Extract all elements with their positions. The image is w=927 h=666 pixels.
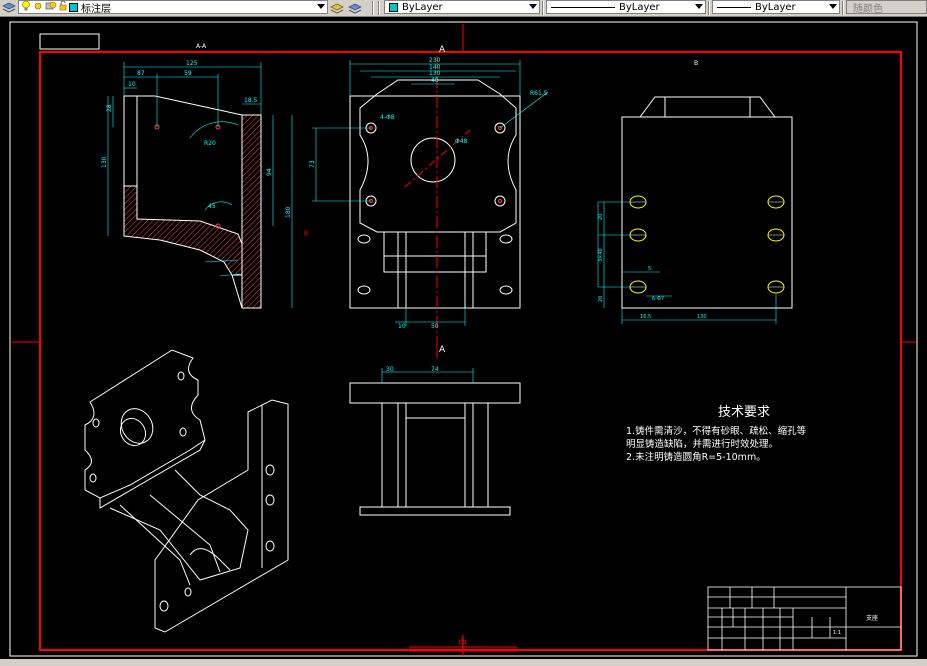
layer-dropdown[interactable]: 标注层 xyxy=(18,0,328,15)
svg-text:50: 50 xyxy=(431,323,439,330)
technical-requirements: 技术要求 1.铸件需清沙，不得有砂眼、疏松、缩孔等 明显铸造缺陷，并需进行时效处… xyxy=(626,405,807,463)
toolbar-separator xyxy=(372,1,374,15)
linetype-sample xyxy=(551,6,615,8)
svg-text:3×40: 3×40 xyxy=(598,248,604,262)
svg-text:20: 20 xyxy=(598,214,604,220)
color-swatch xyxy=(389,2,398,12)
sun-icon[interactable] xyxy=(33,1,43,14)
properties-toolbar: 标注层 ByLayer ByLayer ByLayer 随颜色 xyxy=(0,0,927,17)
layer-manager-icon[interactable] xyxy=(2,1,16,15)
svg-text:20: 20 xyxy=(598,296,604,302)
lineweight-dropdown[interactable]: ByLayer xyxy=(712,0,840,14)
svg-text:130: 130 xyxy=(697,314,707,320)
lock-icon[interactable] xyxy=(59,0,67,14)
freeze-viewport-icon[interactable] xyxy=(45,1,57,14)
section-marker-b: B xyxy=(304,230,308,237)
color-dropdown[interactable]: ByLayer xyxy=(384,0,540,14)
view-label-left: A-A xyxy=(196,43,207,50)
svg-text:6-Φ7: 6-Φ7 xyxy=(652,296,664,302)
svg-text:Φ48: Φ48 xyxy=(455,138,468,145)
svg-text:4-Φ8: 4-Φ8 xyxy=(380,114,395,121)
plotstyle-value: 随颜色 xyxy=(853,3,883,15)
plotstyle-dropdown[interactable]: 随颜色 xyxy=(846,0,927,15)
lightbulb-icon[interactable] xyxy=(21,0,31,14)
bottom-mark: 中 xyxy=(458,637,467,649)
tech-line-2: 明显铸造缺陷，并需进行时效处理。 xyxy=(626,438,778,450)
chevron-down-icon[interactable] xyxy=(695,4,703,9)
bottom-view: A 30 74 xyxy=(349,338,521,516)
svg-text:10: 10 xyxy=(128,81,136,88)
svg-text:R20: R20 xyxy=(204,140,216,147)
toolbar-separator xyxy=(542,1,544,15)
toolbar-separator xyxy=(378,1,380,15)
chevron-down-icon[interactable] xyxy=(829,4,837,9)
svg-text:45: 45 xyxy=(208,203,216,210)
svg-text:5: 5 xyxy=(648,266,651,272)
isometric-view xyxy=(84,349,289,633)
svg-text:140: 140 xyxy=(429,64,441,71)
svg-text:73: 73 xyxy=(309,160,316,168)
svg-text:125: 125 xyxy=(186,60,198,67)
toolbar-separator xyxy=(842,1,844,15)
bottom-scale-bar xyxy=(409,646,517,652)
title-block xyxy=(707,586,902,651)
layer-name: 标注层 xyxy=(81,3,111,15)
svg-text:A: A xyxy=(439,345,446,355)
svg-text:94: 94 xyxy=(266,168,273,176)
color-value: ByLayer xyxy=(402,1,443,13)
side-view-right: B 20 3× xyxy=(597,60,793,324)
title-block-scale: 1:1 xyxy=(833,630,841,636)
svg-text:87: 87 xyxy=(137,70,145,77)
drawing-canvas[interactable]: 中 A-A xyxy=(0,16,927,659)
lineweight-sample xyxy=(717,6,751,8)
svg-text:59: 59 xyxy=(184,70,192,77)
svg-text:30: 30 xyxy=(386,366,394,373)
svg-text:28: 28 xyxy=(106,104,113,112)
make-current-icon[interactable] xyxy=(330,1,344,15)
inner-frame xyxy=(39,51,902,651)
toolbar-separator xyxy=(708,1,710,15)
linetype-value: ByLayer xyxy=(619,1,660,13)
svg-text:230: 230 xyxy=(429,57,441,64)
status-strip xyxy=(0,659,927,666)
section-view-left: A-A xyxy=(101,43,308,309)
chevron-down-icon[interactable] xyxy=(317,4,325,9)
drawing-number-box xyxy=(39,33,100,50)
layer-previous-icon[interactable] xyxy=(348,1,362,15)
svg-text:48: 48 xyxy=(431,77,439,84)
chevron-down-icon[interactable] xyxy=(529,4,537,9)
svg-text:130: 130 xyxy=(429,70,441,77)
svg-text:A: A xyxy=(439,45,446,55)
svg-text:R61.5: R61.5 xyxy=(530,90,548,97)
title-block-name: 支座 xyxy=(866,614,878,622)
svg-text:180: 180 xyxy=(285,206,292,218)
front-view: A xyxy=(309,45,549,340)
linetype-dropdown[interactable]: ByLayer xyxy=(546,0,706,14)
lineweight-value: ByLayer xyxy=(755,1,796,13)
tech-line-1: 1.铸件需清沙，不得有砂眼、疏松、缩孔等 xyxy=(626,425,807,437)
tech-title: 技术要求 xyxy=(718,405,770,420)
svg-text:74: 74 xyxy=(431,366,439,373)
svg-text:16.5: 16.5 xyxy=(640,314,651,320)
layer-color-swatch xyxy=(69,2,78,12)
svg-text:B: B xyxy=(694,60,698,67)
svg-text:10: 10 xyxy=(398,323,406,330)
svg-text:18.5: 18.5 xyxy=(244,97,258,104)
tech-line-3: 2.未注明铸造圆角R=5-10mm。 xyxy=(626,451,766,463)
svg-text:130: 130 xyxy=(101,156,108,168)
